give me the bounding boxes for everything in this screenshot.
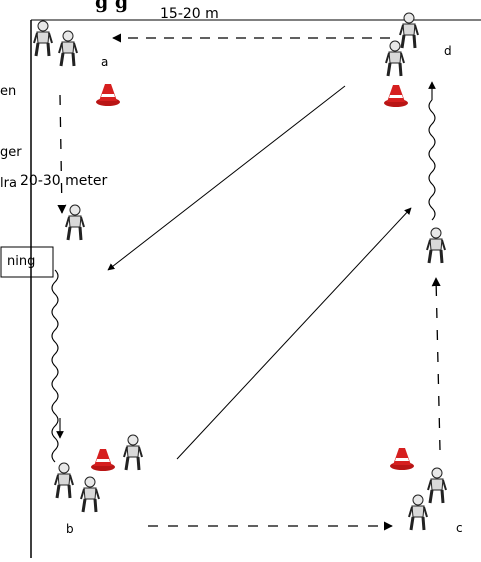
dribble-path-left xyxy=(51,269,59,463)
dashed-arrow-left xyxy=(57,94,67,214)
distance-top-label: 15-20 m xyxy=(160,6,219,22)
cut-text-1: en xyxy=(0,84,17,99)
player-c-2 xyxy=(407,493,429,532)
pass-arrow-b-to-right xyxy=(176,207,412,460)
player-b-1 xyxy=(53,461,75,500)
cone-c xyxy=(390,448,414,470)
corner-label-b: b xyxy=(66,522,74,536)
pass-arrow-d-to-left xyxy=(107,85,346,271)
player-left-runner xyxy=(64,203,86,242)
dashed-arrow-right xyxy=(431,277,441,451)
player-c-1 xyxy=(426,466,448,505)
cut-text-2: ger xyxy=(0,145,22,160)
goal-label: ning xyxy=(7,254,36,269)
distance-side-label: 20-30 meter xyxy=(20,173,108,189)
player-b-kicker xyxy=(122,433,144,472)
cut-text-3: lra xyxy=(0,176,17,191)
player-d-top xyxy=(398,11,420,50)
corner-label-d: d xyxy=(444,44,452,58)
player-b-2 xyxy=(79,475,101,514)
player-a-2 xyxy=(57,29,79,68)
goal-box xyxy=(0,246,54,278)
cone-a xyxy=(96,84,120,106)
player-a-1 xyxy=(32,19,54,58)
player-right-runner xyxy=(425,226,447,265)
title-fragment: g g xyxy=(95,0,129,13)
corner-label-a: a xyxy=(101,55,109,69)
cone-d xyxy=(384,85,408,107)
dribble-path-right xyxy=(428,99,436,221)
corner-label-c: c xyxy=(456,521,463,535)
cone-b xyxy=(91,449,115,471)
